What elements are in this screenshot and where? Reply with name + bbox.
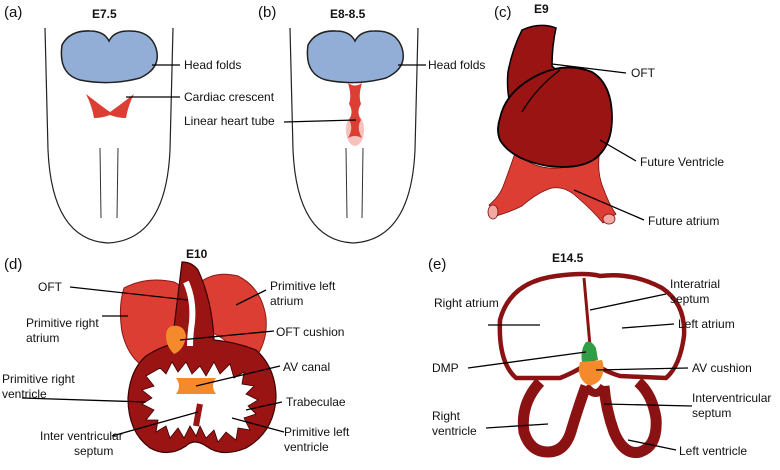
panel-a-cardiac-crescent [86, 94, 134, 118]
panel-e-interatrial-septum-label-2: septum [670, 292, 709, 306]
panel-c: (c) E9 OFT Future Ventricle Future atriu… [487, 2, 724, 228]
panel-e-interventricular-septum-pointer [603, 403, 693, 407]
panel-b-head-folds [306, 30, 404, 84]
panel-b: (b) E8-8.5 Head folds Linear heart tube [184, 4, 485, 244]
panel-e-left-atrium-label: Left atrium [678, 317, 735, 331]
panel-e-right-ventricle-label-1: Right [432, 409, 461, 423]
panel-a-letter: (a) [4, 4, 22, 21]
panel-c-future-ventricle [497, 66, 613, 168]
panel-e-av-cushion-pointer [595, 367, 689, 371]
panel-d-left-atrium-label-1: Primitive left [270, 279, 336, 293]
panel-e-interventricular-septum [582, 383, 608, 397]
panel-e-interventricular-septum-label-1: Interventricular [692, 391, 771, 405]
panel-b-heart-tube-pointer [283, 119, 357, 123]
panel-e-left-atrium-pointer [621, 323, 675, 329]
panel-a-head-folds-label: Head folds [184, 58, 241, 72]
panel-d-letter: (d) [4, 256, 22, 273]
panel-d-septum-label-1: Inter ventricular [40, 429, 123, 443]
panel-e-letter: (e) [428, 256, 446, 273]
panel-e-left-ventricle-label: Left ventricle [679, 444, 747, 458]
panel-b-head-folds-label: Head folds [428, 58, 485, 72]
panel-a-neural-line-right [116, 147, 119, 219]
panel-d-oft-lumen [183, 280, 196, 347]
panel-d-septum-pointer [111, 411, 199, 437]
panel-e-dmp-pointer [467, 351, 587, 369]
panel-c-atrium-left-opening [487, 204, 499, 220]
panel-e-av-cushion [578, 360, 604, 386]
panel-e-dmp [581, 341, 598, 362]
panel-c-oft-junction-line [521, 69, 561, 113]
panel-b-letter: (b) [258, 4, 276, 21]
panel-a-stage-label: E7.5 [92, 7, 117, 21]
panel-d: (d) E10 OFT Primitive left atrium Primit… [2, 247, 350, 458]
panel-a-head-folds [60, 30, 158, 84]
panel-d-left-ventricle-label-1: Primitive left [284, 425, 350, 439]
panel-b-neural-line-right [361, 147, 364, 219]
panel-d-septum-label-2: septum [74, 444, 113, 458]
panel-c-oft-label: OFT [631, 66, 656, 80]
panel-b-stage-label: E8-8.5 [330, 7, 366, 21]
panel-c-ventricle-label: Future Ventricle [640, 155, 724, 169]
panel-d-primitive-left-atrium [197, 273, 267, 361]
panel-d-right-atrium-label-1: Primitive right [26, 316, 99, 330]
panel-a-neural-line-left [99, 147, 102, 219]
panel-d-right-atrium-label-2: atrium [26, 331, 59, 345]
panel-d-right-ventricle-pointer [21, 397, 147, 403]
panel-c-atrium-pointer [573, 189, 645, 221]
panel-e-interatrial-septum-label-1: Interatrial [670, 277, 720, 291]
panel-d-right-ventricle-label-1: Primitive right [2, 372, 75, 386]
panel-d-av-canal-label: AV canal [283, 360, 330, 374]
panel-d-trabeculae-label: Trabeculae [286, 395, 346, 409]
panel-e-atria-outline [497, 271, 687, 381]
panel-e-right-ventricle-pointer [485, 423, 549, 429]
panel-e-left-ventricle-wall [598, 377, 662, 459]
panel-e-right-ventricle-label-2: ventricle [432, 424, 477, 438]
panel-d-av-canal-pointer [195, 365, 281, 387]
panel-e: (e) E14.5 Interatrial septum Right atriu… [428, 251, 771, 459]
panel-e-left-ventricle-pointer [627, 439, 677, 451]
panel-d-oft-pointer [69, 286, 189, 301]
panel-e-lv-lumen-line [625, 397, 641, 443]
panel-a: (a) E7.5 Head folds Cardiac crescent [4, 4, 275, 244]
panel-c-ventricle-pointer [599, 139, 637, 162]
panel-d-left-atrium-label-2: atrium [270, 294, 303, 308]
panel-e-av-cushion-label: AV cushion [692, 361, 752, 375]
panel-d-left-ventricle-pointer [231, 417, 285, 433]
panel-e-right-ventricle-wall [517, 378, 592, 458]
panel-e-dmp-label: DMP [432, 361, 459, 375]
panel-b-heart-tube-label: Linear heart tube [184, 114, 275, 128]
panel-d-septum-ridge [193, 403, 203, 427]
panel-e-stage-label: E14.5 [552, 251, 584, 265]
panel-a-embryo-outline [44, 27, 174, 244]
panel-e-rv-lumen-line [543, 395, 551, 443]
panel-d-oft-cushion-pointer [179, 330, 275, 341]
panel-c-atrium-label: Future atrium [648, 214, 719, 228]
panel-d-right-ventricle-label-2: ventricle [2, 387, 47, 401]
panel-b-neural-line-left [345, 147, 348, 219]
panel-d-oft-cushion-label: OFT cushion [276, 325, 344, 339]
panel-e-right-atrium-label: Right atrium [434, 296, 499, 310]
panel-c-letter: (c) [494, 4, 512, 21]
panel-d-stage-label: E10 [186, 247, 208, 261]
panel-e-interventricular-septum-label-2: septum [692, 406, 731, 420]
panel-d-left-atrium-pointer [235, 289, 267, 306]
panel-e-interatrial-septum-pointer [589, 293, 667, 311]
panel-d-oft-label: OFT [38, 280, 63, 294]
panel-d-oft-cushion [166, 325, 186, 354]
panel-c-stage-label: E9 [534, 2, 549, 16]
panel-d-trabeculae-pointer [245, 401, 283, 411]
panel-d-ventricular-lumen [141, 361, 259, 443]
panel-d-left-ventricle-label-2: ventricle [284, 440, 329, 454]
panel-b-linear-heart-tube [348, 83, 362, 138]
panel-c-oft-pointer [551, 63, 627, 74]
panel-a-cardiac-crescent-label: Cardiac crescent [184, 90, 275, 104]
panel-c-atrium-right-opening [602, 213, 616, 225]
panel-e-interatrial-septum [582, 277, 592, 347]
